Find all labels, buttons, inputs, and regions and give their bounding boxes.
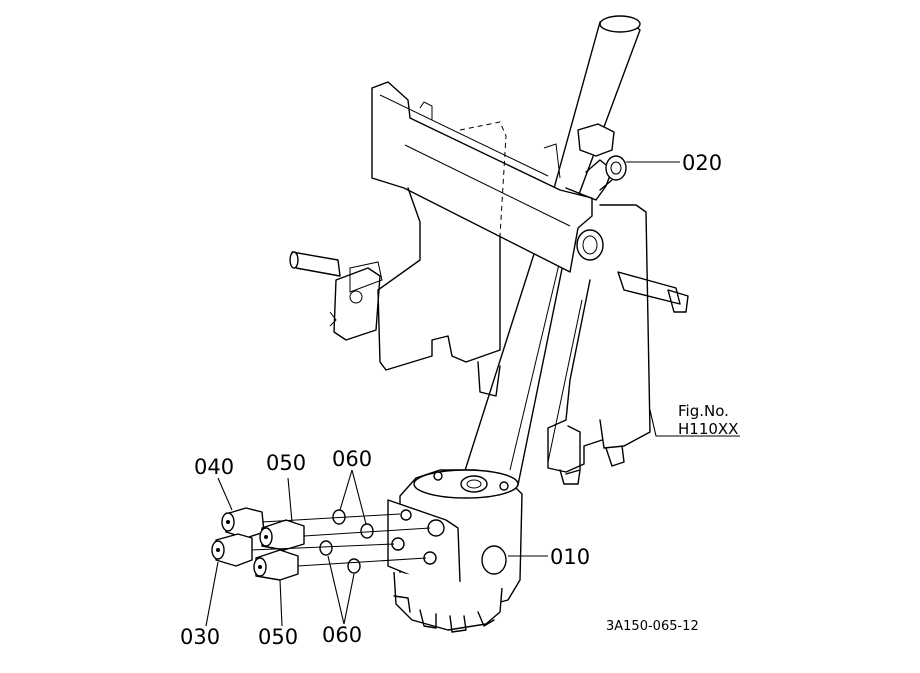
callout-030: 030 xyxy=(180,625,220,649)
callout-050-bottom: 050 xyxy=(258,625,298,649)
o-rings-060 xyxy=(319,509,374,574)
adapter-030 xyxy=(211,533,253,567)
callout-040: 040 xyxy=(194,455,234,479)
leader-lines xyxy=(205,161,740,627)
assembly-lines xyxy=(251,513,431,567)
right-side-plate xyxy=(547,204,689,485)
callout-060-top: 060 xyxy=(332,447,372,471)
fig-no-label: Fig.No. xyxy=(678,402,729,420)
adapter-040 xyxy=(221,507,265,539)
callout-020: 020 xyxy=(682,151,722,175)
adapter-050-top xyxy=(259,519,305,551)
fig-no-value: H110XX xyxy=(678,420,738,438)
callout-050-top: 050 xyxy=(266,451,306,475)
support-bracket xyxy=(289,81,593,397)
grease-nipple-020 xyxy=(565,123,627,201)
callout-060-bottom: 060 xyxy=(322,623,362,647)
steering-valve-unit xyxy=(387,469,523,633)
drawing-code: 3A150-065-12 xyxy=(606,619,699,634)
adapter-050-bottom xyxy=(253,549,299,581)
callout-010: 010 xyxy=(550,545,590,569)
